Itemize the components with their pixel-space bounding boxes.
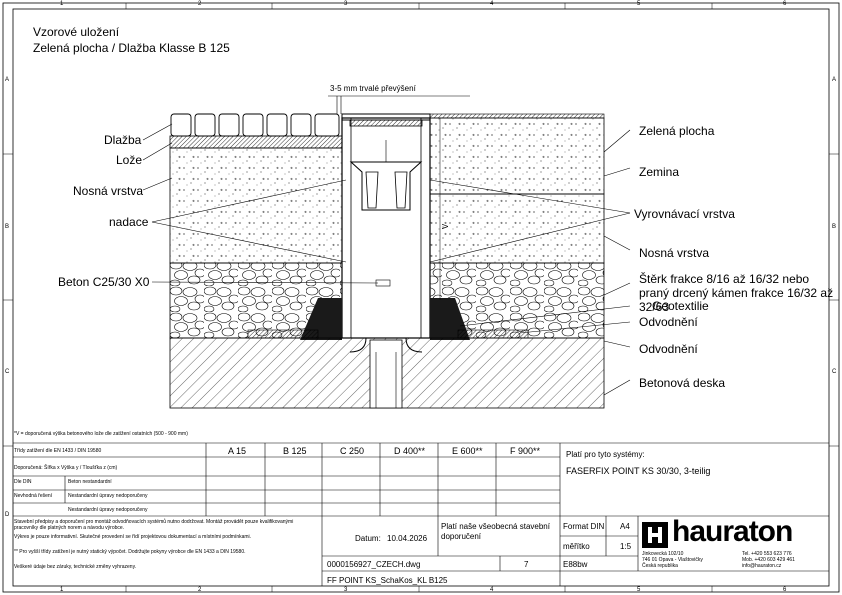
system-name: FASERFIX POINT KS 30/30, 3-teilig <box>566 466 711 476</box>
table-row4a: Nevhodná řešení <box>14 493 53 499</box>
top-note: 3-5 mm trvalé převýšení <box>330 84 416 93</box>
class-c250: C 250 <box>340 446 365 456</box>
grid-col-2-bottom: 2 <box>198 587 202 593</box>
label-dlazba: Dlažba <box>104 133 142 147</box>
footnote: *V = doporučená výška betonového lože dl… <box>14 431 188 437</box>
label-nosna-vrstva-left: Nosná vrstva <box>73 184 144 198</box>
class-a15: A 15 <box>228 446 247 456</box>
table-header-left: Třídy zatížení dle EN 1433 / DIN 19580 <box>14 448 102 454</box>
table-row4b: Nestandardní úpravy nedoporučeny <box>68 493 148 499</box>
datum-label: Datum: <box>355 534 381 543</box>
table-row3b: Beton nestandardní <box>68 479 112 485</box>
label-nadace: nadace <box>109 215 149 229</box>
grid-col-3: 3 <box>344 1 348 7</box>
company-addr1: Jinkovecká 102/10 <box>642 551 684 557</box>
file-ref: FF POINT KS_SchaKos_KL B125 <box>327 576 448 585</box>
grid-row-c-right: C <box>832 369 837 375</box>
plati-note: Platí naše všeobecná stavební doporučení <box>441 522 550 541</box>
note-4: Veškeré údaje bez záruky, technické změn… <box>14 564 137 570</box>
note-2: Výkres je pouze informativní. Skutečné p… <box>14 534 252 540</box>
label-geotextilie: Geotextilie <box>652 299 709 313</box>
label-beton: Beton C25/30 X0 <box>58 275 150 289</box>
table-row3a: Dle DIN <box>14 479 32 485</box>
company-name: hauraton <box>672 515 793 548</box>
company-mob: Mob. +420 603 429 461 <box>742 557 795 563</box>
company-email: info@hauraton.cz <box>742 563 782 569</box>
label-sterk-line1: Štěrk frakce 8/16 až 16/32 nebo <box>639 272 810 286</box>
label-loze: Lože <box>116 153 143 167</box>
note-3: ** Pro vyšší třídy zatížení je nutný sta… <box>14 549 246 555</box>
grid-col-4: 4 <box>490 1 494 7</box>
grid-row-d: D <box>5 512 10 518</box>
grid-row-a: A <box>5 77 10 83</box>
label-betonova-deska: Betonová deska <box>639 376 726 390</box>
grid-row-a-right: A <box>832 77 837 83</box>
hauraton-logo-mark <box>642 522 668 548</box>
dimension-v: V <box>441 223 451 230</box>
systems-label: Platí pro tyto systémy: <box>566 450 645 459</box>
class-f900: F 900** <box>510 446 541 456</box>
grid-col-3-bottom: 3 <box>344 587 348 593</box>
label-vyrovnavaci-vrstva: Vyrovnávací vrstva <box>634 207 735 221</box>
label-nosna-vrstva-right: Nosná vrstva <box>639 246 710 260</box>
grid-col-6-bottom: 6 <box>783 587 787 593</box>
grid-col-1-bottom: 1 <box>60 587 64 593</box>
page-title-line1: Vzorové uložení <box>33 25 120 39</box>
label-zelena-plocha: Zelená plocha <box>639 124 715 138</box>
table-row2-label: Doporučená: Šířka x Výška y / Tloušťka z… <box>14 465 118 471</box>
table-row5: Nestandardní úpravy nedoporučeny <box>68 507 148 513</box>
company-addr2: 746 01 Opava - Vlaštovičky <box>642 557 703 563</box>
grid-row-b-right: B <box>832 224 837 230</box>
grid-col-6: 6 <box>783 1 787 7</box>
page-title-line2: Zelená plocha / Dlažba Klasse B 125 <box>33 41 230 55</box>
page-number: 7 <box>524 560 529 569</box>
class-d400: D 400** <box>394 446 426 456</box>
class-b125: B 125 <box>283 446 307 456</box>
note-1: Stavební předpisy a doporučení pro montá… <box>14 519 294 531</box>
company-addr3: Česká republika <box>642 563 678 569</box>
scale-label: měřítko <box>563 542 590 551</box>
label-sterk-line3: 32/63 <box>639 300 670 314</box>
label-odvodneni-1: Odvodnění <box>639 315 698 329</box>
scale-value: 1:5 <box>620 542 632 551</box>
drawing-number: 0000156927_CZECH.dwg <box>327 560 421 569</box>
grid-col-4-bottom: 4 <box>490 587 494 593</box>
grid-row-b: B <box>5 224 10 230</box>
grid-row-c: C <box>5 369 10 375</box>
datum-value: 10.04.2026 <box>387 534 428 543</box>
label-sterk-line2: praný drcený kámen frakce 16/32 až <box>639 286 834 300</box>
format-value: A4 <box>620 522 630 531</box>
grid-col-1: 1 <box>60 1 64 7</box>
format-label: Format DIN <box>563 522 605 531</box>
class-e600: E 600** <box>452 446 483 456</box>
company-tel: Tel. +420 553 623 776 <box>742 551 792 557</box>
label-odvodneni-2: Odvodnění <box>639 342 698 356</box>
grid-col-5: 5 <box>637 1 641 7</box>
grid-col-5-bottom: 5 <box>637 587 641 593</box>
label-zemina: Zemina <box>639 165 680 179</box>
sheet-code: E88bw <box>563 560 588 569</box>
grid-col-2: 2 <box>198 1 202 7</box>
